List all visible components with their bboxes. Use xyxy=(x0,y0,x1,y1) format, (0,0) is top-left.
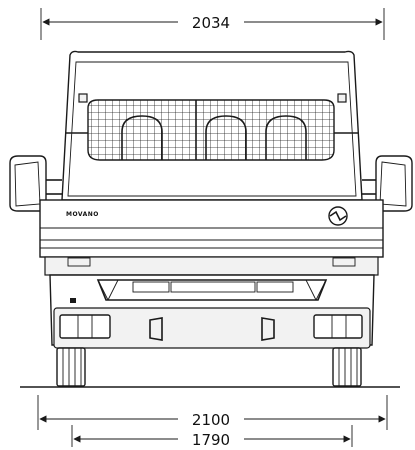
overall-width-label: 2034 xyxy=(192,14,230,32)
mirror-right xyxy=(362,155,413,212)
fog-lamp-right xyxy=(313,314,363,339)
dimension-bottom: 2100 1790 xyxy=(37,395,388,449)
wheel-right xyxy=(332,347,362,387)
headboard-inner xyxy=(67,61,357,197)
bracket-left xyxy=(67,257,91,267)
frame-strut-left xyxy=(97,279,119,301)
seat-silhouette-right xyxy=(265,115,307,160)
vehicle-badge: MOVANO xyxy=(66,211,99,218)
inner-width-label: 1790 xyxy=(192,431,230,449)
seat-silhouette-left xyxy=(121,115,163,160)
fog-lamp-left xyxy=(59,314,111,339)
seat-silhouette-middle xyxy=(205,115,247,160)
tow-eye xyxy=(70,298,76,303)
indicator-left xyxy=(149,317,163,341)
track-width-label: 2100 xyxy=(192,411,230,429)
front-bumper xyxy=(53,307,371,349)
frame-strut-right xyxy=(305,279,327,301)
dimension-top: 2034 xyxy=(40,8,385,40)
bolt-top-right xyxy=(337,93,347,103)
vehicle-front-view: MOVANO xyxy=(9,50,413,388)
grille-slot-left xyxy=(132,281,170,293)
opel-logo-icon xyxy=(328,206,348,226)
indicator-right xyxy=(261,317,275,341)
bracket-right xyxy=(332,257,356,267)
dropside-panel xyxy=(39,199,384,258)
wheel-left xyxy=(56,347,86,387)
bolt-top-left xyxy=(78,93,88,103)
grille-slot-center xyxy=(170,281,256,293)
grille-slot-right xyxy=(256,281,294,293)
chassis-frame xyxy=(44,256,379,276)
grille-upper xyxy=(96,279,328,301)
mesh-guard xyxy=(87,99,335,161)
